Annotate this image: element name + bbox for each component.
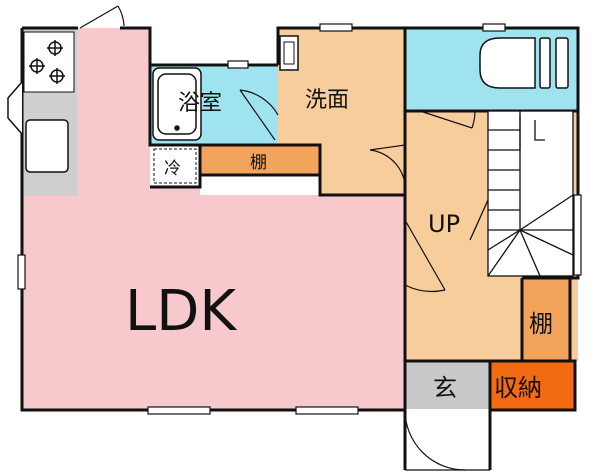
label-stairs: UP (428, 210, 460, 238)
sink-icon (25, 119, 69, 173)
label-storage: 収納 (494, 374, 542, 402)
window-left (17, 254, 26, 290)
window-top-toilet (482, 23, 506, 32)
window-right-stairs (573, 194, 582, 276)
toilet-icon (479, 37, 569, 89)
washroom-door-swing (369, 144, 406, 196)
label-washroom: 洗面 (305, 88, 349, 113)
washroom-floor (278, 28, 405, 195)
room-labels: LDK 浴室 洗面 冷 棚 UP 棚 玄 収納 (125, 88, 553, 402)
label-ldk: LDK (125, 279, 237, 344)
label-shelf-right: 棚 (529, 310, 553, 338)
shelf-upper-floor (200, 145, 320, 175)
fridge-floor (150, 145, 200, 187)
window-top-washroom (319, 23, 353, 32)
label-bath: 浴室 (178, 91, 222, 116)
entrance-door-swing (404, 409, 490, 471)
label-fridge: 冷 (164, 159, 181, 179)
stairs-door-swing (404, 219, 446, 293)
toilet-door-swing (419, 110, 476, 129)
shelf-right-floor (522, 278, 570, 360)
range-hood (7, 81, 23, 135)
fridge-outline (153, 148, 197, 184)
window-bottom-1 (147, 406, 211, 415)
bathtub-icon (152, 67, 202, 141)
label-entrance: 玄 (433, 374, 457, 402)
storage-floor (490, 361, 575, 409)
kitchen-door-swing (79, 5, 125, 29)
label-shelf-upper: 棚 (250, 153, 267, 173)
window-bottom-2 (295, 406, 359, 415)
bath-door-swing (239, 89, 279, 141)
stairs (469, 110, 574, 277)
stove-icon (23, 31, 75, 93)
entrance-floor (405, 361, 490, 409)
window-bath (227, 60, 249, 69)
ldk-floor (22, 28, 405, 410)
windows (17, 23, 582, 415)
